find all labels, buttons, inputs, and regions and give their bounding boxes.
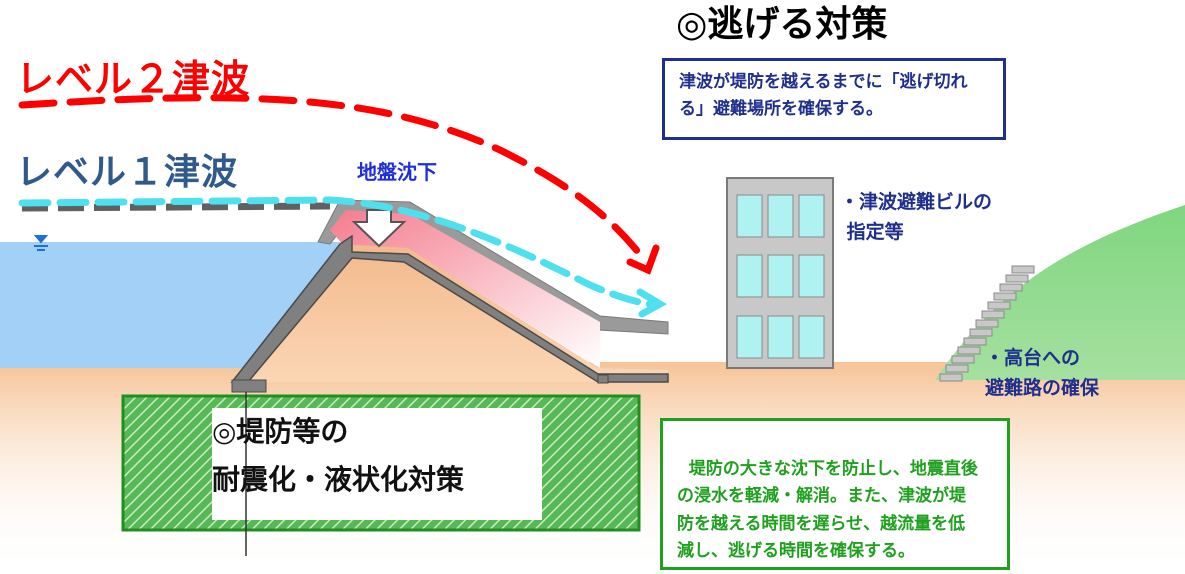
level1-tsunami-label: レベル１津波 xyxy=(16,152,239,193)
level1-tsunami-base-line xyxy=(21,202,331,212)
dike-measures-title: ◎堤防等の 耐震化・液状化対策 xyxy=(212,415,465,496)
level2-tsunami-label: レベル２津波 xyxy=(16,57,251,101)
level1-arrowhead-icon xyxy=(636,288,667,318)
hill-note: ・高台への 避難路の確保 xyxy=(985,347,1100,400)
dike-footing xyxy=(231,379,267,393)
level1-tsunami-line xyxy=(18,196,659,309)
dike-facing xyxy=(230,234,669,383)
level2-arrowhead-icon xyxy=(626,244,660,275)
subsidence-label: 地盤沈下 xyxy=(357,160,437,184)
dike-toe xyxy=(597,374,609,384)
building-note: ・津波避難ビルの 指定等 xyxy=(840,191,993,244)
dike-effect-text: 堤防の大きな沈下を防止し、地震直後 の浸水を軽減・解消。また、津波が堤 防を越え… xyxy=(677,459,978,561)
subsidence-arrow-icon xyxy=(351,209,407,248)
evacuation-stairs xyxy=(939,265,1035,382)
page-title: ◎逃げる対策 xyxy=(676,4,888,45)
evacuation-box: 津波が堤防を越えるまでに「逃げ切れる」避難場所を確保する。 xyxy=(662,58,1006,140)
evacuation-building xyxy=(726,177,834,369)
dike-body xyxy=(232,244,668,382)
water-level-icon xyxy=(33,235,49,251)
hill xyxy=(935,205,1185,380)
evacuation-box-text: 津波が堤防を越えるまでに「逃げ切れる」避難場所を確保する。 xyxy=(679,72,968,120)
dike-effect-box: 堤防の大きな沈下を防止し、地震直後 の浸水を軽減・解消。また、津波が堤 防を越え… xyxy=(660,418,1010,570)
dike-measures-label-bg xyxy=(212,408,542,520)
level2-tsunami-line xyxy=(18,94,650,266)
